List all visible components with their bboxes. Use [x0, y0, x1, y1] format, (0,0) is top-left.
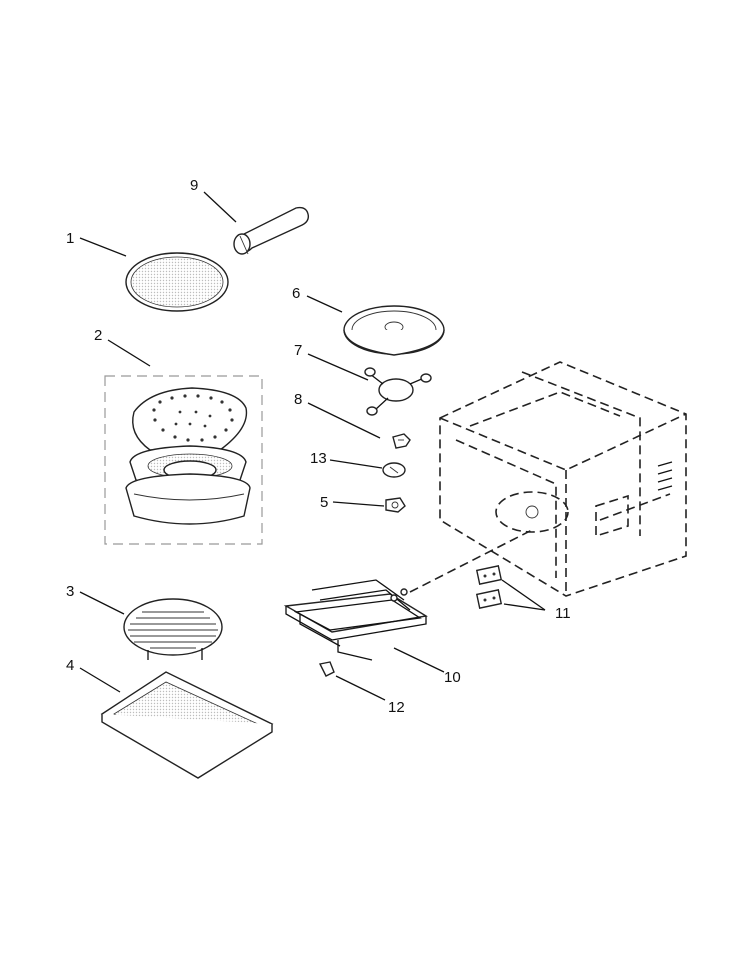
part-8-coupler — [392, 433, 411, 449]
cavity-vent-slots — [657, 461, 673, 491]
callout-8: 8 — [294, 391, 302, 408]
callout-10: 10 — [444, 669, 461, 686]
leader-11a — [501, 579, 546, 611]
leader-4 — [79, 667, 121, 693]
leader-1 — [79, 237, 127, 257]
rack-bars — [128, 611, 218, 649]
part-12-clip — [318, 661, 335, 677]
leader-6 — [306, 295, 343, 313]
leader-9 — [203, 191, 237, 223]
part-3-rack — [123, 598, 223, 660]
leader-8 — [307, 402, 381, 439]
part-4-tray — [100, 671, 274, 779]
part-10-heating-element — [283, 579, 428, 661]
leader-7 — [307, 353, 369, 381]
lid-vent-holes — [152, 394, 234, 442]
leader-cavity — [409, 529, 533, 593]
callout-2: 2 — [94, 327, 102, 344]
callout-1: 1 — [66, 230, 74, 247]
leader-5 — [332, 501, 385, 507]
callout-6: 6 — [292, 285, 300, 302]
part-2-steamer-kit — [104, 375, 263, 545]
callout-3: 3 — [66, 583, 74, 600]
part-11-brackets — [475, 565, 503, 609]
part-6-turntable — [343, 305, 445, 356]
leader-3 — [79, 591, 125, 615]
leader-2 — [107, 339, 151, 367]
callout-labels: 1 2 3 4 5 6 7 8 9 10 11 12 13 — [66, 177, 571, 716]
part-9-handle — [233, 206, 310, 255]
callout-4: 4 — [66, 657, 74, 674]
part-1-crisper-pan — [125, 252, 229, 312]
callout-9: 9 — [190, 177, 198, 194]
leader-11b — [503, 603, 546, 611]
leader-12 — [335, 675, 386, 701]
part-13-motor — [382, 462, 406, 478]
callout-5: 5 — [320, 494, 328, 511]
leader-13 — [329, 459, 383, 469]
oven-cavity — [439, 361, 687, 597]
part-7-support-roller — [364, 367, 432, 416]
callout-12: 12 — [388, 699, 405, 716]
callout-13: 13 — [310, 450, 327, 467]
callout-7: 7 — [294, 342, 302, 359]
leader-lines — [79, 191, 546, 701]
leader-10 — [393, 647, 445, 673]
part-5-thermal-cutout — [385, 497, 406, 513]
callout-11: 11 — [555, 605, 571, 622]
